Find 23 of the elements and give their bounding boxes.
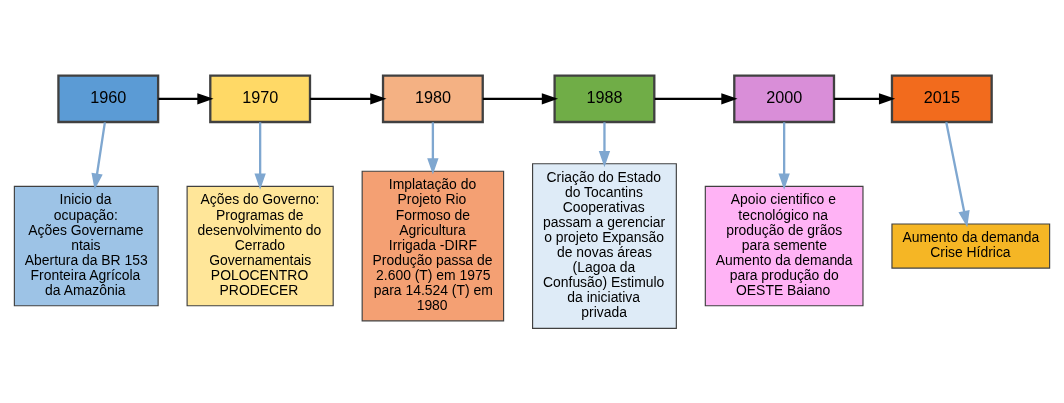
node-box: 1988: [553, 74, 656, 123]
node-box: Apoio cientifico e tecnológico na produção de grãos para semente Aumento da demanda para produção do OESTE Baiano: [704, 185, 864, 306]
arrow: [254, 121, 266, 190]
node-box: Inicio da ocupação: Ações Govername ntais Abertura da BR 153 Fronteira Agrícola da Amazônia: [13, 185, 159, 306]
arrow: [778, 121, 790, 190]
node-box: 1980: [381, 74, 484, 123]
arrow: [598, 121, 611, 167]
arrow: [310, 92, 387, 104]
node-box: 1960: [57, 74, 160, 123]
node-box: 2000: [733, 74, 836, 123]
arrow: [427, 121, 439, 174]
node-box: 2015: [890, 74, 993, 123]
arrow: [945, 121, 970, 227]
node-box: Aumento da demanda Crise Hídrica: [891, 222, 1051, 269]
arrow: [158, 92, 214, 104]
node-box: Criação do Estado do Tocantins Cooperativas passam a gerenciar o projeto Expansão de novas áreas (Lagoa da Confusão) Estimulo da iniciativa privada: [532, 162, 677, 329]
node-box: Ações do Governo: Programas de desenvolvimento do Cerrado Governamentais POLOCENTRO PRODECER: [186, 185, 334, 306]
arrow: [834, 92, 896, 104]
node-box: Implatação do Projeto Rio Formoso de Agricultura Irrigada -DIRF Produção passa de 2.600 (T) em 1975 para 14.524 (T) em 1980: [361, 170, 505, 321]
arrow: [654, 92, 738, 104]
node-box: 1970: [209, 74, 312, 123]
arrow: [482, 92, 559, 104]
arrow: [91, 121, 107, 190]
